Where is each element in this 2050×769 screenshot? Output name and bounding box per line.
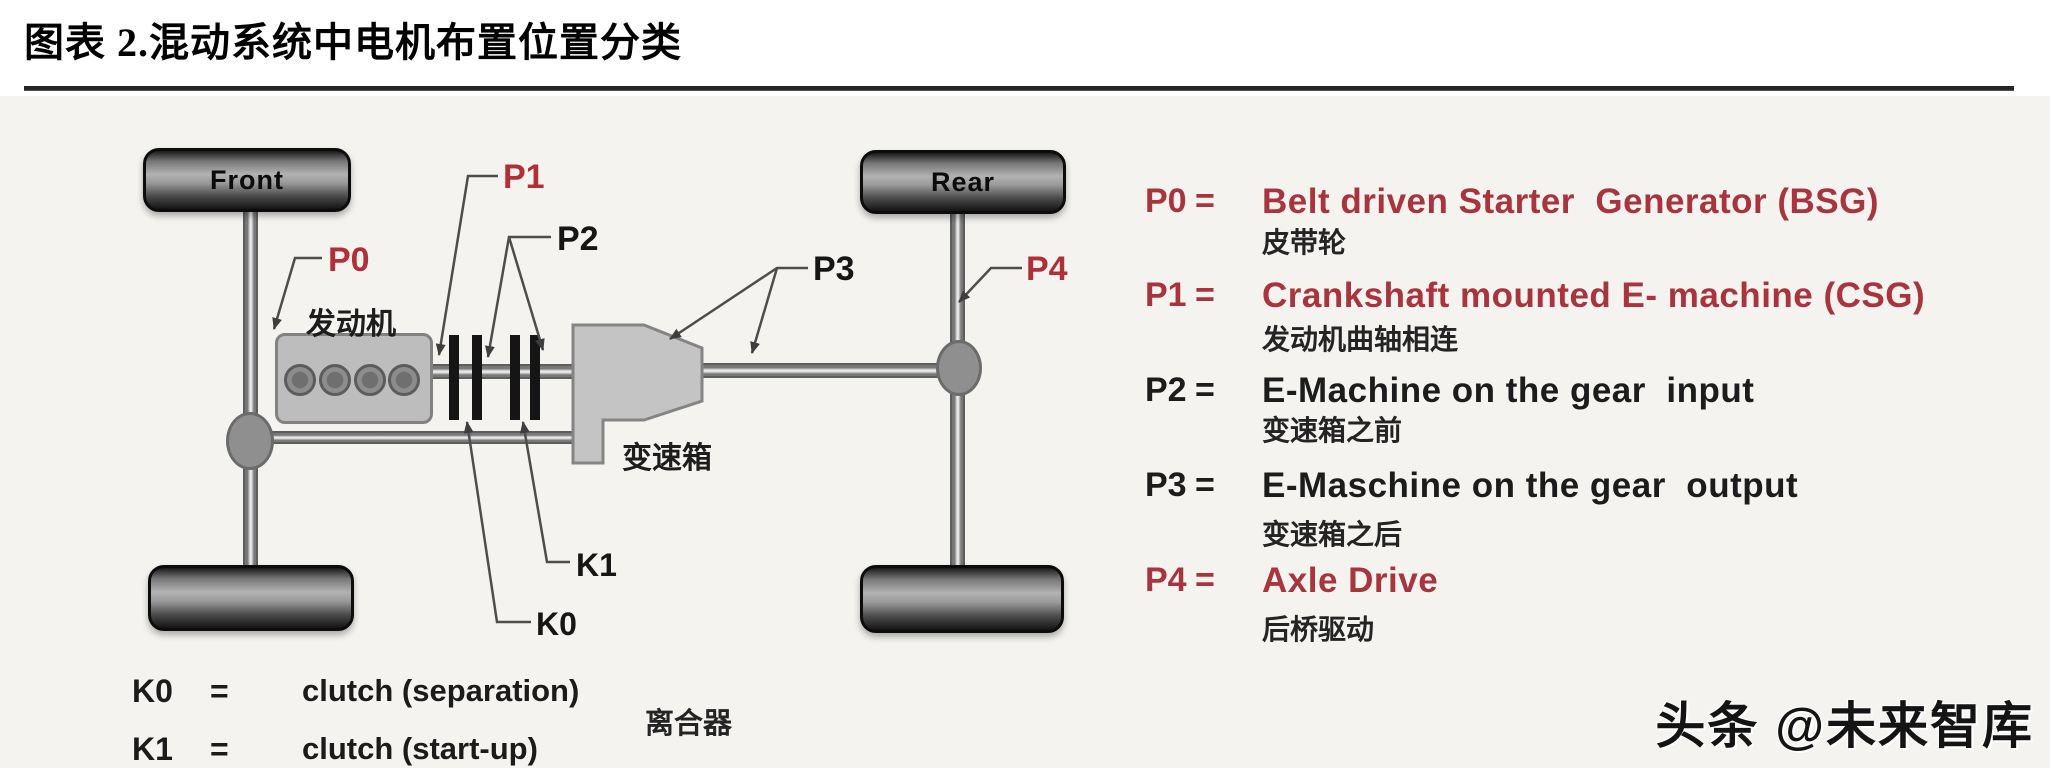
title-divider: [24, 86, 2014, 91]
clutch-zh-label: 离合器: [645, 708, 733, 740]
equals-sign: =: [210, 673, 229, 709]
engine-cylinder: [354, 364, 386, 396]
engine-label: 发动机: [306, 308, 396, 341]
gearbox-label: 变速箱: [622, 442, 712, 475]
figure-title: 图表 2.混动系统中电机布置位置分类: [24, 20, 682, 65]
front-wheel-label: Front: [210, 164, 284, 195]
engine-cylinder: [319, 364, 351, 396]
k1-clutch-label: K1: [576, 547, 617, 583]
engine-cylinder: [284, 364, 316, 396]
legend-key: P4: [1145, 561, 1187, 599]
equals-sign: =: [1195, 182, 1215, 220]
legend-key: P2: [1145, 371, 1187, 409]
front-axle-shaft: [243, 204, 258, 567]
rear-differential: [936, 340, 982, 396]
k0-clutch-label: K0: [536, 606, 577, 642]
equals-sign: =: [1195, 276, 1215, 314]
p0-position-label: P0: [328, 241, 370, 279]
engine-cylinder: [388, 364, 420, 396]
engine-output-shaft: [425, 364, 575, 379]
clutch-k0-bar: [449, 335, 459, 420]
engine-block: [275, 333, 433, 424]
clutch-key: K0: [132, 673, 173, 709]
legend-key: P1: [1145, 276, 1187, 314]
legend-desc-zh-p0: 皮带轮: [1262, 227, 1347, 258]
front-differential: [226, 412, 274, 470]
p2-position-label: P2: [557, 220, 599, 258]
equals-sign: =: [210, 731, 229, 767]
rear-right-wheel-lower: [860, 565, 1064, 633]
front-left-wheel-lower: [148, 565, 354, 631]
rear-wheel: Rear: [860, 150, 1066, 214]
rear-wheel-label: Rear: [930, 166, 996, 197]
equals-sign: =: [1195, 371, 1215, 409]
clutch-desc: clutch (separation): [302, 673, 580, 708]
legend-desc-en: Belt driven Starter Generator (BSG): [1262, 182, 1880, 221]
clutch-desc: clutch (start-up): [302, 731, 538, 766]
legend-desc-zh-p2: 变速箱之前: [1262, 415, 1403, 446]
p1-position-label: P1: [503, 158, 545, 196]
legend-desc-en: Axle Drive: [1262, 561, 1439, 600]
p3-position-label: P3: [813, 250, 855, 288]
legend-desc-en: E-Machine on the gear input: [1262, 371, 1755, 410]
clutch-key: K1: [132, 731, 173, 767]
clutch-k0-bar: [472, 335, 482, 420]
front-drive-shaft: [258, 431, 576, 444]
clutch-k1-bar: [530, 335, 540, 420]
legend-desc-en: Crankshaft mounted E- machine (CSG): [1262, 276, 1926, 315]
legend-desc-zh-p1: 发动机曲轴相连: [1262, 324, 1459, 355]
legend-desc-zh-p4: 后桥驱动: [1262, 614, 1375, 645]
front-wheel: Front: [143, 148, 351, 212]
watermark-toutiao: 头条 @未来智库: [1655, 698, 2034, 754]
legend-desc-zh-p3: 变速箱之后: [1262, 519, 1403, 550]
p4-position-label: P4: [1026, 250, 1068, 288]
equals-sign: =: [1195, 466, 1215, 504]
clutch-k1-bar: [510, 335, 520, 420]
legend-desc-en: E-Maschine on the gear output: [1262, 466, 1799, 505]
equals-sign: =: [1195, 561, 1215, 599]
rear-drive-shaft: [700, 363, 945, 378]
legend-key: P3: [1145, 466, 1187, 504]
legend-key: P0: [1145, 182, 1187, 220]
